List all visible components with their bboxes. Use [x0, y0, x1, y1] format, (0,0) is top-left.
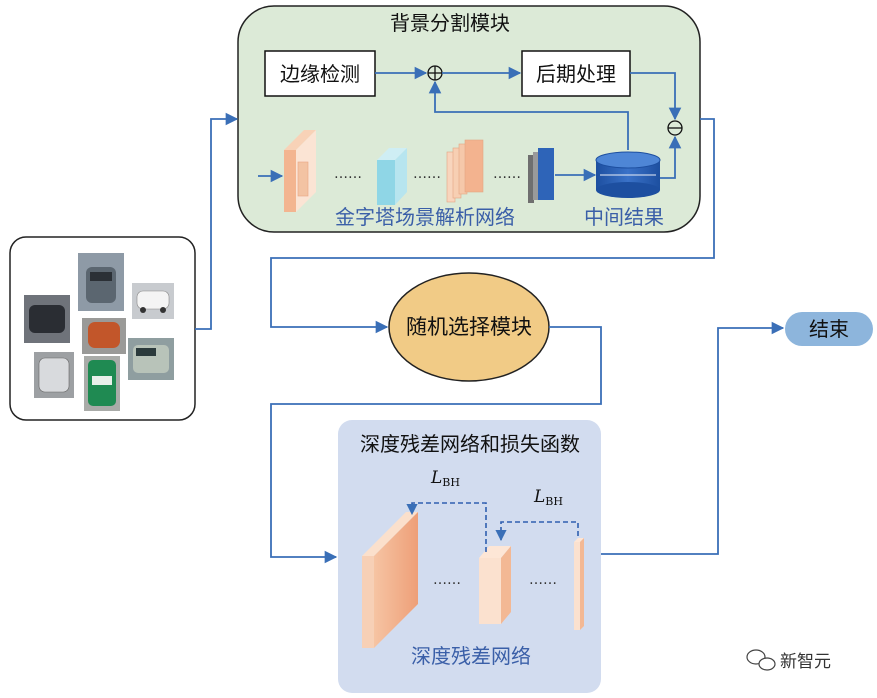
loss-label-1: LBH	[430, 468, 460, 489]
pyramid-dots-1: ……	[334, 166, 362, 182]
flow-connectors	[195, 112, 785, 564]
random-selection-label: 随机选择模块	[406, 315, 532, 339]
residual-layer-2	[479, 546, 511, 624]
watermark-text: 新智元	[780, 652, 831, 672]
end-label: 结束	[809, 317, 849, 341]
pyramid-network-layers: …… …… ……	[284, 130, 554, 212]
post-processing-label: 后期处理	[536, 62, 616, 86]
end-pill	[785, 312, 873, 346]
loss-label-2-sub: BH	[545, 495, 563, 508]
random-selection-module: 随机选择模块	[388, 272, 550, 382]
pyramid-dots-2: ……	[413, 166, 441, 182]
residual-module-title: 深度残差网络和损失函数	[360, 432, 580, 456]
pyramid-dots-3: ……	[493, 166, 521, 182]
end-node: 结束	[785, 312, 873, 346]
car-photo-3	[24, 295, 70, 343]
edge-detection-box	[264, 50, 376, 97]
intermediate-result-cylinder	[595, 151, 661, 198]
loss-label-1-sub: BH	[442, 476, 460, 489]
car-photo-1	[78, 253, 124, 311]
module-arrows	[258, 66, 682, 183]
pyramid-network-label: 金字塔场景解析网络	[335, 205, 515, 229]
post-processing-box	[521, 50, 631, 97]
random-to-residual-arrow	[270, 326, 602, 564]
wechat-icon	[746, 649, 776, 671]
car-photo-2	[132, 283, 174, 319]
watermark: 新智元	[746, 649, 831, 672]
car-photo-6	[34, 352, 74, 398]
minus-operator-icon	[667, 120, 683, 136]
loss-label-2: LBH	[533, 487, 563, 508]
residual-network-module: 深度残差网络和损失函数 …… …… LBH LBH	[338, 420, 601, 693]
loss-arrows	[406, 502, 579, 552]
residual-dots-1: ……	[433, 572, 461, 588]
plus-operator-icon	[427, 65, 443, 81]
background-to-random-arrow	[270, 118, 715, 334]
car-photo-7	[84, 356, 120, 411]
background-module-title: 背景分割模块	[390, 11, 510, 35]
input-vehicle-images	[9, 236, 196, 421]
residual-module-panel	[338, 420, 601, 693]
residual-layer-3	[574, 538, 584, 630]
residual-layer-1	[362, 512, 418, 648]
background-segmentation-module: 背景分割模块 边缘检测 后期处理	[237, 5, 701, 233]
loss-label-1-main: L	[430, 468, 442, 488]
residual-network-label: 深度残差网络	[411, 644, 531, 668]
residual-to-end-arrow	[601, 321, 785, 555]
edge-detection-label: 边缘检测	[280, 62, 360, 86]
car-photo-4	[82, 318, 126, 354]
residual-dots-2: ……	[529, 572, 557, 588]
input-to-background-arrow	[195, 112, 239, 330]
car-photo-5	[128, 338, 174, 380]
loss-label-2-main: L	[533, 487, 545, 507]
intermediate-result-label: 中间结果	[584, 205, 664, 229]
